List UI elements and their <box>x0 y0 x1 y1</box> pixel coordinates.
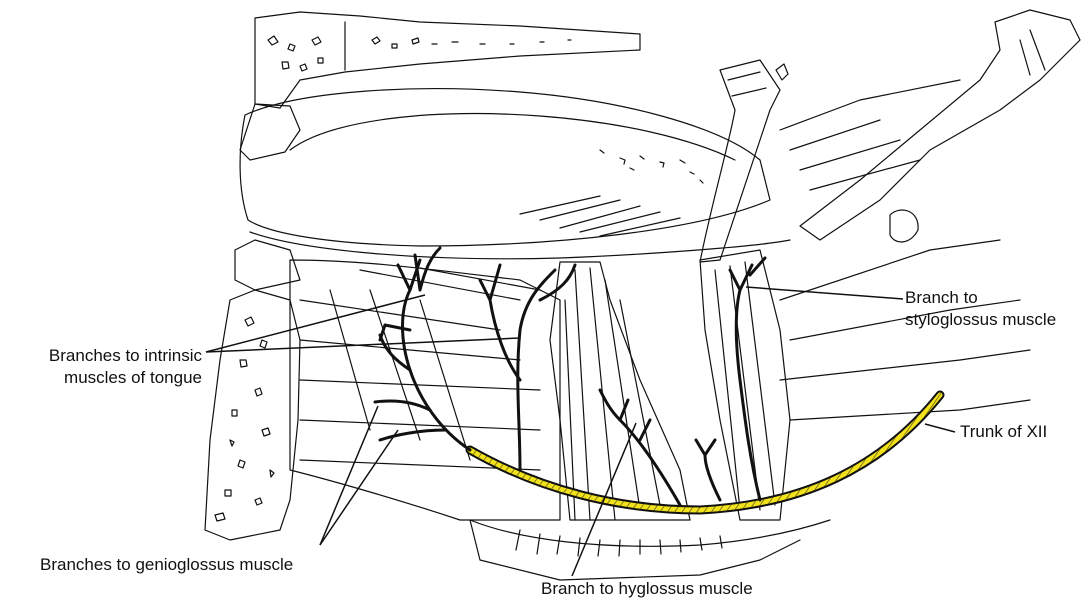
intrinsic-branch <box>518 270 555 470</box>
trunk-label: Trunk of XII <box>960 421 1047 443</box>
styloglossus-label-line-2: styloglossus muscle <box>905 309 1056 331</box>
mandible-ramus <box>780 10 1080 242</box>
leader-trunk <box>925 424 955 432</box>
genioglossus-muscle <box>290 260 560 520</box>
intrinsic-label-line-2: muscles of tongue <box>49 367 202 389</box>
hyoglossus-muscle <box>550 262 690 520</box>
styloglossus-label: Branch to styloglossus muscle <box>905 287 1056 331</box>
tongue-dorsum <box>240 89 790 259</box>
styloid-process <box>700 60 788 262</box>
leader-styloglossus <box>746 287 903 299</box>
mandible-symphysis <box>205 240 300 540</box>
hyoid-region <box>470 520 830 580</box>
leader-genio-1 <box>320 406 378 545</box>
intrinsic-muscles-label: Branches to intrinsic muscles of tongue <box>49 345 202 389</box>
styloglossus-muscle <box>700 240 1030 520</box>
hyoglossus-label: Branch to hyglossus muscle <box>541 578 753 600</box>
leader-genio-2 <box>320 430 398 545</box>
palate-bone <box>240 12 640 160</box>
intrinsic-label-line-1: Branches to intrinsic <box>49 345 202 367</box>
nerve-branches <box>375 248 765 505</box>
styloglossus-branch <box>736 290 760 500</box>
genioglossus-label: Branches to genioglossus muscle <box>40 554 293 576</box>
styloglossus-label-line-1: Branch to <box>905 287 1056 309</box>
